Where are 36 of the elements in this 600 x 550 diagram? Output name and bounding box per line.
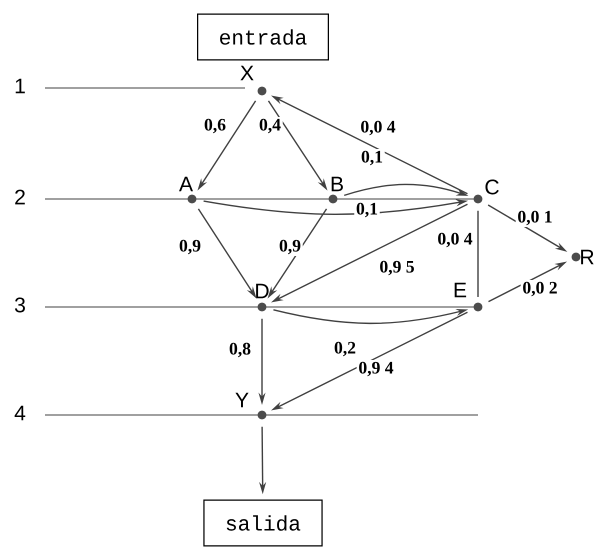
state-point: R — [572, 250, 594, 264]
edge-label: 0,1 — [354, 201, 380, 219]
edge-label: 0,2 — [332, 340, 358, 358]
edge-label: 0,0 1 — [516, 209, 554, 227]
state-point: E — [454, 282, 482, 312]
edge-label: 0,0 2 — [520, 280, 560, 298]
state-point: Y — [235, 392, 266, 420]
edge-label: 0,9 — [177, 238, 203, 256]
node-label: R — [581, 250, 594, 264]
level-number: 4 — [14, 406, 26, 420]
node-label: B — [332, 176, 343, 192]
node-label: E — [454, 282, 466, 298]
label-box: entrada — [197, 14, 329, 60]
node-label: D — [256, 284, 269, 298]
node-label: A — [179, 176, 193, 192]
state-point: D — [256, 284, 269, 312]
node-label: Y — [235, 392, 249, 408]
edge-label: 0,9 — [277, 238, 303, 256]
node-label: X — [240, 66, 254, 80]
edge-label: 0,9 4 — [356, 360, 396, 378]
state-point: A — [179, 176, 196, 204]
node-label: C — [485, 180, 499, 194]
level-number: 1 — [16, 78, 25, 94]
edge-label: 0,0 4 — [436, 231, 474, 249]
edge-label: 0,1 — [359, 149, 385, 167]
edge-label: 0,0 4 — [358, 119, 398, 137]
state-point: C — [474, 180, 499, 204]
edge-label: 0,9 5 — [378, 259, 416, 277]
edge-label: 0,4 — [257, 117, 283, 135]
state-point: B — [328, 176, 343, 204]
label-box: salida — [203, 500, 323, 546]
edge-label: 0,8 — [227, 341, 253, 359]
edge-label: 0,6 — [202, 117, 228, 135]
level-number: 3 — [14, 298, 25, 312]
state-point: X — [240, 66, 266, 96]
level-number: 2 — [15, 190, 25, 204]
